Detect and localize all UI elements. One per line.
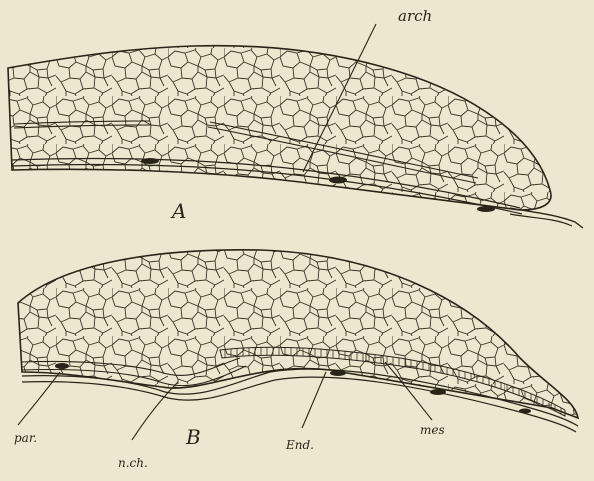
label-par: par. (14, 431, 37, 445)
label-mes: mes (420, 423, 445, 437)
panel-a-cell-mass (0, 20, 594, 220)
panel-b-caption: B (185, 425, 201, 449)
label-nch: n.ch. (118, 456, 148, 470)
label-arch: arch (398, 7, 432, 25)
panel-b: par. n.ch. End. mes B (0, 240, 594, 470)
panel-a-caption: A (170, 199, 186, 223)
panel-a: arch A (0, 7, 594, 228)
label-end: End. (285, 438, 314, 452)
